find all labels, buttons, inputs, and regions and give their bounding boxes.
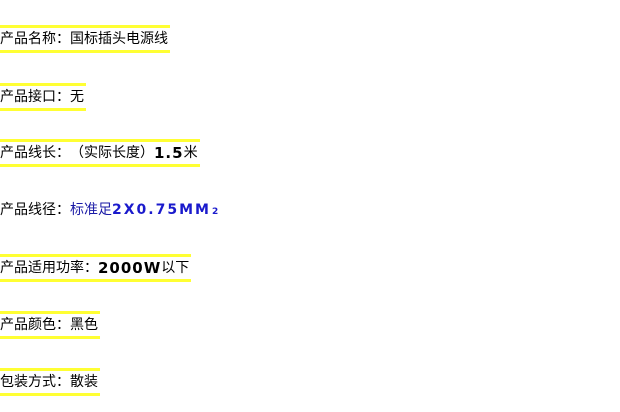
spec-value-note: （实际长度）	[70, 145, 154, 161]
spec-label: 产品线径：	[0, 202, 70, 218]
spec-label: 产品接口：	[0, 89, 70, 105]
spec-value-unit: 以下	[161, 260, 190, 276]
spec-value: 散装	[70, 374, 98, 390]
spec-rated-power: 产品适用功率： 2000W 以下	[0, 254, 192, 282]
spec-value: 黑色	[70, 317, 98, 333]
spec-label: 产品适用功率：	[0, 260, 98, 276]
spec-value-note: 标准足	[70, 202, 112, 218]
spec-value-number: 2000W	[98, 259, 162, 277]
spec-product-interface: 产品接口： 无	[0, 83, 86, 111]
spec-value-subscript: 2	[211, 207, 219, 217]
spec-value: 国标插头电源线	[70, 31, 168, 47]
spec-packaging: 包装方式： 散装	[0, 368, 100, 396]
spec-value: 无	[70, 89, 84, 105]
spec-label: 包装方式：	[0, 374, 70, 390]
spec-cable-length: 产品线长： （实际长度） 1.5 米	[0, 139, 200, 167]
spec-product-name: 产品名称： 国标插头电源线	[0, 25, 170, 53]
spec-value-unit: 米	[183, 145, 198, 161]
spec-value-number: 2X0.75MM	[112, 202, 211, 218]
spec-product-color: 产品颜色： 黑色	[0, 311, 100, 339]
spec-label: 产品线长：	[0, 145, 70, 161]
spec-label: 产品名称：	[0, 31, 70, 47]
spec-label: 产品颜色：	[0, 317, 70, 333]
spec-value-number: 1.5	[154, 144, 184, 162]
